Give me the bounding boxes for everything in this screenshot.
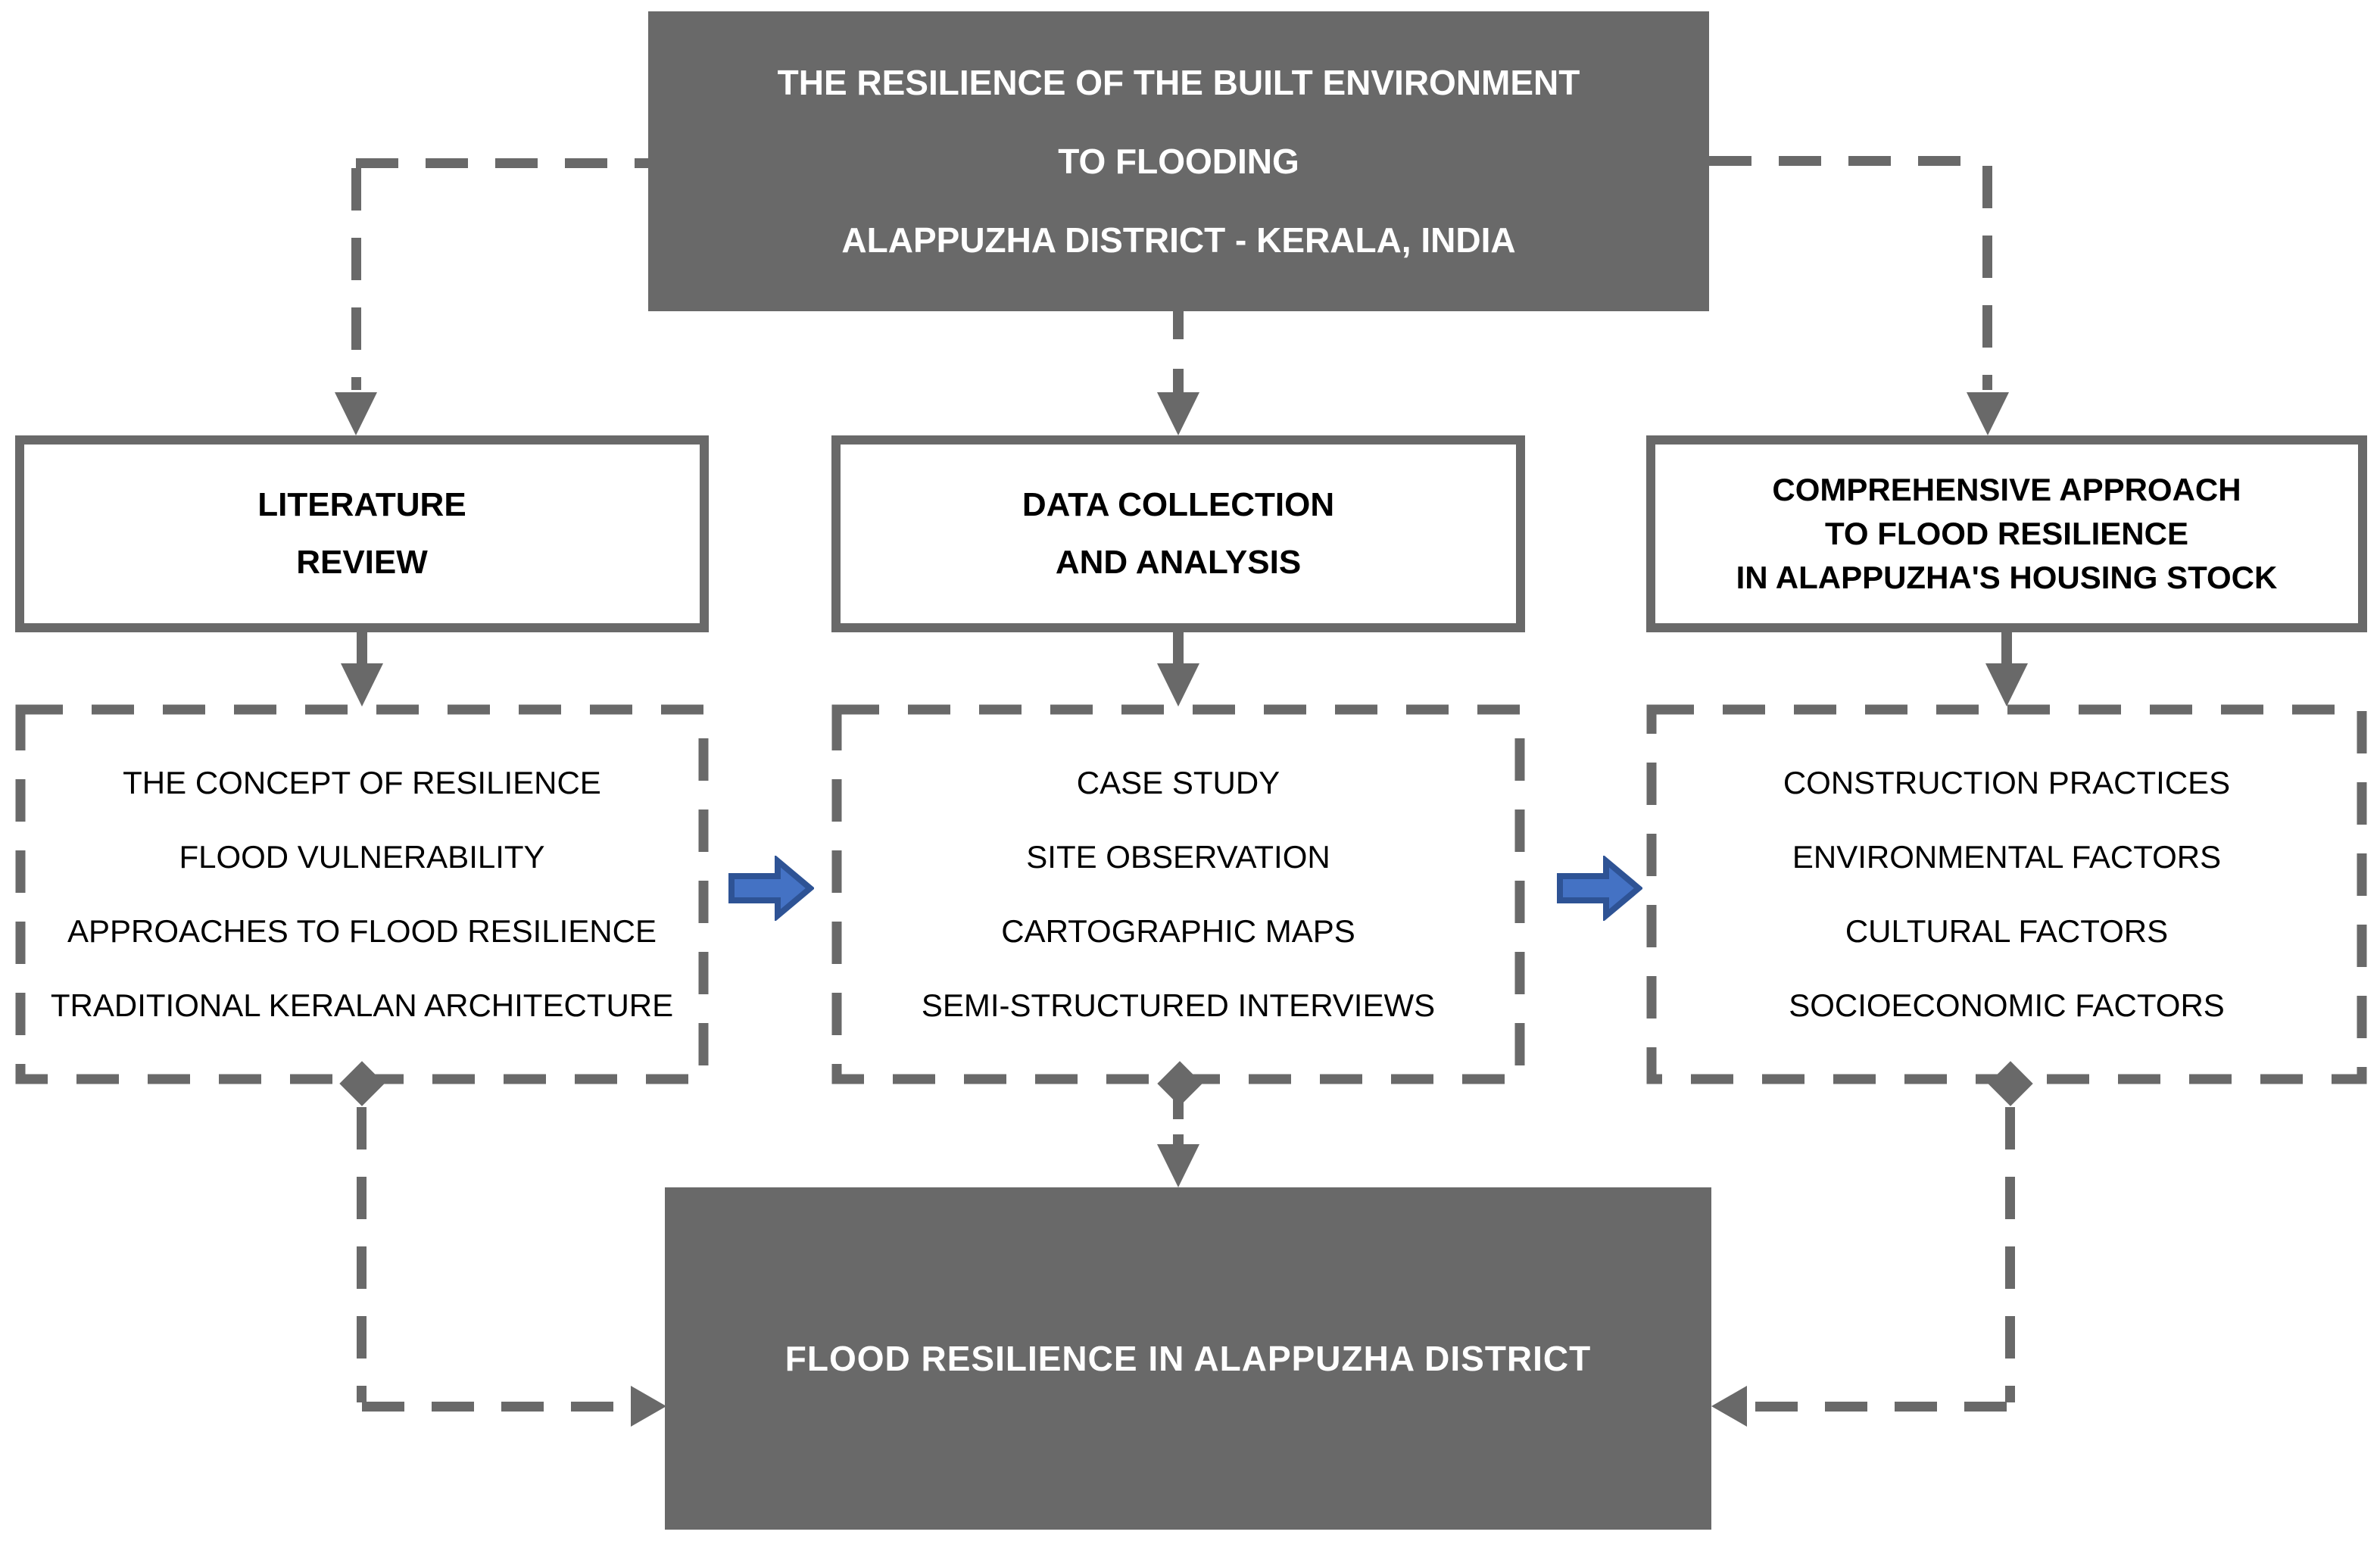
list-item: CARTOGRAPHIC MAPS	[1001, 913, 1355, 949]
list-item: CONSTRUCTION PRACTICES	[1783, 765, 2231, 800]
list-item: SITE OBSERVATION	[1026, 839, 1330, 875]
factors-box: CONSTRUCTION PRACTICES ENVIRONMENTAL FAC…	[1646, 704, 2367, 1084]
comprehensive-approach-box: COMPREHENSIVE APPROACH TO FLOOD RESILIEN…	[1646, 435, 2367, 632]
title-line: TO FLOODING	[1058, 142, 1299, 181]
dashed-border	[1646, 704, 2367, 1084]
arrow-down-icon	[1157, 1144, 1199, 1187]
list-item: FLOOD VULNERABILITY	[179, 839, 545, 875]
list-item: TRADITIONAL KERALAN ARCHITECTURE	[50, 987, 674, 1023]
literature-topics-box: THE CONCEPT OF RESILIENCE FLOOD VULNERAB…	[15, 704, 709, 1084]
arrow-right-icon	[631, 1386, 666, 1427]
arrow-down-icon	[1157, 663, 1199, 707]
list-item: APPROACHES TO FLOOD RESILIENCE	[67, 913, 657, 949]
block-arrow-right-icon	[728, 856, 814, 921]
list-item: THE CONCEPT OF RESILIENCE	[123, 765, 601, 800]
header-line: DATA COLLECTION	[1022, 486, 1335, 523]
literature-review-box: LITERATURE REVIEW	[15, 435, 709, 632]
connector-topics-to-result	[357, 1107, 367, 1402]
connector-title-to-literature	[356, 158, 648, 168]
header-line: REVIEW	[296, 544, 428, 581]
data-collection-box: DATA COLLECTION AND ANALYSIS	[831, 435, 1525, 632]
arrow-down-icon	[1985, 663, 2028, 707]
connector-title-to-data	[1173, 369, 1184, 394]
title-line: ALAPPUZHA DISTRICT - KERALA, INDIA	[841, 220, 1516, 260]
title-line: THE RESILIENCE OF THE BUILT ENVIRONMENT	[777, 63, 1580, 102]
arrow-down-icon	[341, 663, 383, 707]
block-arrow-right-icon	[1557, 856, 1642, 921]
list-item: CASE STUDY	[1076, 765, 1280, 800]
connector-factors-to-result	[1755, 1402, 2013, 1412]
connector-title-to-comprehensive	[1709, 156, 1988, 166]
title-box: THE RESILIENCE OF THE BUILT ENVIRONMENT …	[648, 11, 1709, 311]
connector-factors-to-result	[2005, 1107, 2015, 1402]
list-item: CULTURAL FACTORS	[1845, 913, 2169, 949]
connector-literature-to-topics	[357, 632, 367, 669]
dashed-border	[15, 704, 709, 1084]
list-item: ENVIRONMENTAL FACTORS	[1792, 839, 2222, 875]
header-line: COMPREHENSIVE APPROACH	[1772, 472, 2241, 507]
dashed-border	[831, 704, 1525, 1084]
header-line: IN ALAPPUZHA'S HOUSING STOCK	[1736, 560, 2278, 595]
methods-box: CASE STUDY SITE OBSERVATION CARTOGRAPHIC…	[831, 704, 1525, 1084]
list-item: SOCIOECONOMIC FACTORS	[1789, 987, 2225, 1023]
list-item: SEMI-STRUCTURED INTERVIEWS	[921, 987, 1436, 1023]
header-line: AND ANALYSIS	[1055, 544, 1302, 581]
arrow-down-icon	[1967, 392, 2009, 435]
header-line: TO FLOOD RESILIENCE	[1825, 516, 2188, 551]
arrow-down-icon	[335, 392, 377, 435]
connector-methods-to-result	[1173, 1100, 1184, 1119]
connector-title-to-literature	[351, 168, 361, 390]
arrow-left-icon	[1711, 1386, 1747, 1427]
result-box: FLOOD RESILIENCE IN ALAPPUZHA DISTRICT	[665, 1187, 1711, 1530]
connector-topics-to-result	[362, 1402, 632, 1412]
header-line: LITERATURE	[257, 486, 466, 523]
connector-comprehensive-to-factors	[2001, 632, 2012, 669]
arrow-down-icon	[1157, 392, 1199, 435]
connector-data-to-methods	[1173, 632, 1184, 669]
result-label: FLOOD RESILIENCE IN ALAPPUZHA DISTRICT	[784, 1339, 1592, 1378]
connector-title-to-data	[1173, 311, 1184, 339]
connector-title-to-comprehensive	[1982, 166, 1992, 390]
